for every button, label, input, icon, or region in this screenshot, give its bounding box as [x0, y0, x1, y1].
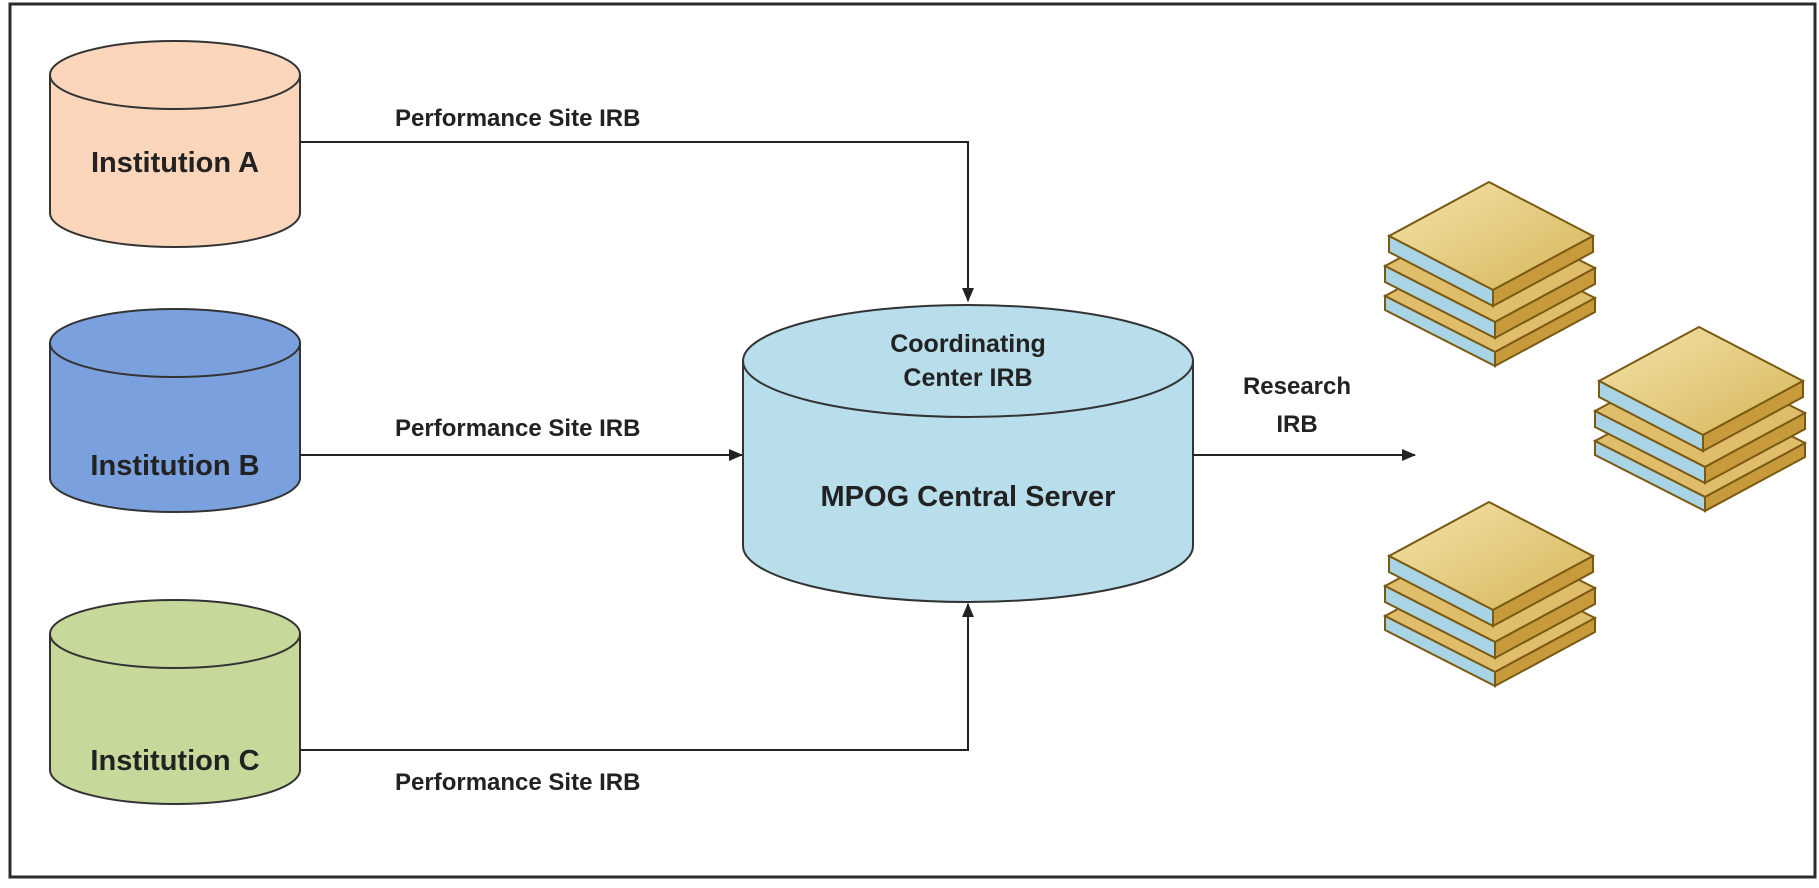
institution-b-label: Institution B: [90, 450, 259, 482]
institution-a-cylinder: Institution A: [49, 40, 301, 248]
institution-a-label: Institution A: [91, 147, 259, 179]
research-irb-label-line1: Research: [1243, 373, 1351, 400]
book-stack-icon: [1594, 326, 1806, 512]
book-stack-icon: [1384, 181, 1596, 367]
research-irb-label-line2: IRB: [1276, 411, 1317, 438]
edge-a-label: Performance Site IRB: [395, 105, 640, 132]
coordinating-center-label-line2: Center IRB: [903, 364, 1032, 392]
institution-c-cylinder: Institution C: [49, 599, 301, 805]
book-stack-icon: [1384, 501, 1596, 687]
central-server-cylinder: Coordinating Center IRB MPOG Central Ser…: [742, 304, 1194, 603]
edge-c-label: Performance Site IRB: [395, 769, 640, 796]
diagram-frame: [8, 2, 1817, 879]
coordinating-center-label-line1: Coordinating: [890, 330, 1046, 358]
connector-a-to-server: [300, 141, 974, 302]
connector-c-to-server: [300, 603, 974, 751]
central-server-label: MPOG Central Server: [821, 481, 1116, 513]
institution-b-cylinder: Institution B: [49, 308, 301, 513]
institution-c-label: Institution C: [90, 745, 259, 777]
edge-b-label: Performance Site IRB: [395, 415, 640, 442]
